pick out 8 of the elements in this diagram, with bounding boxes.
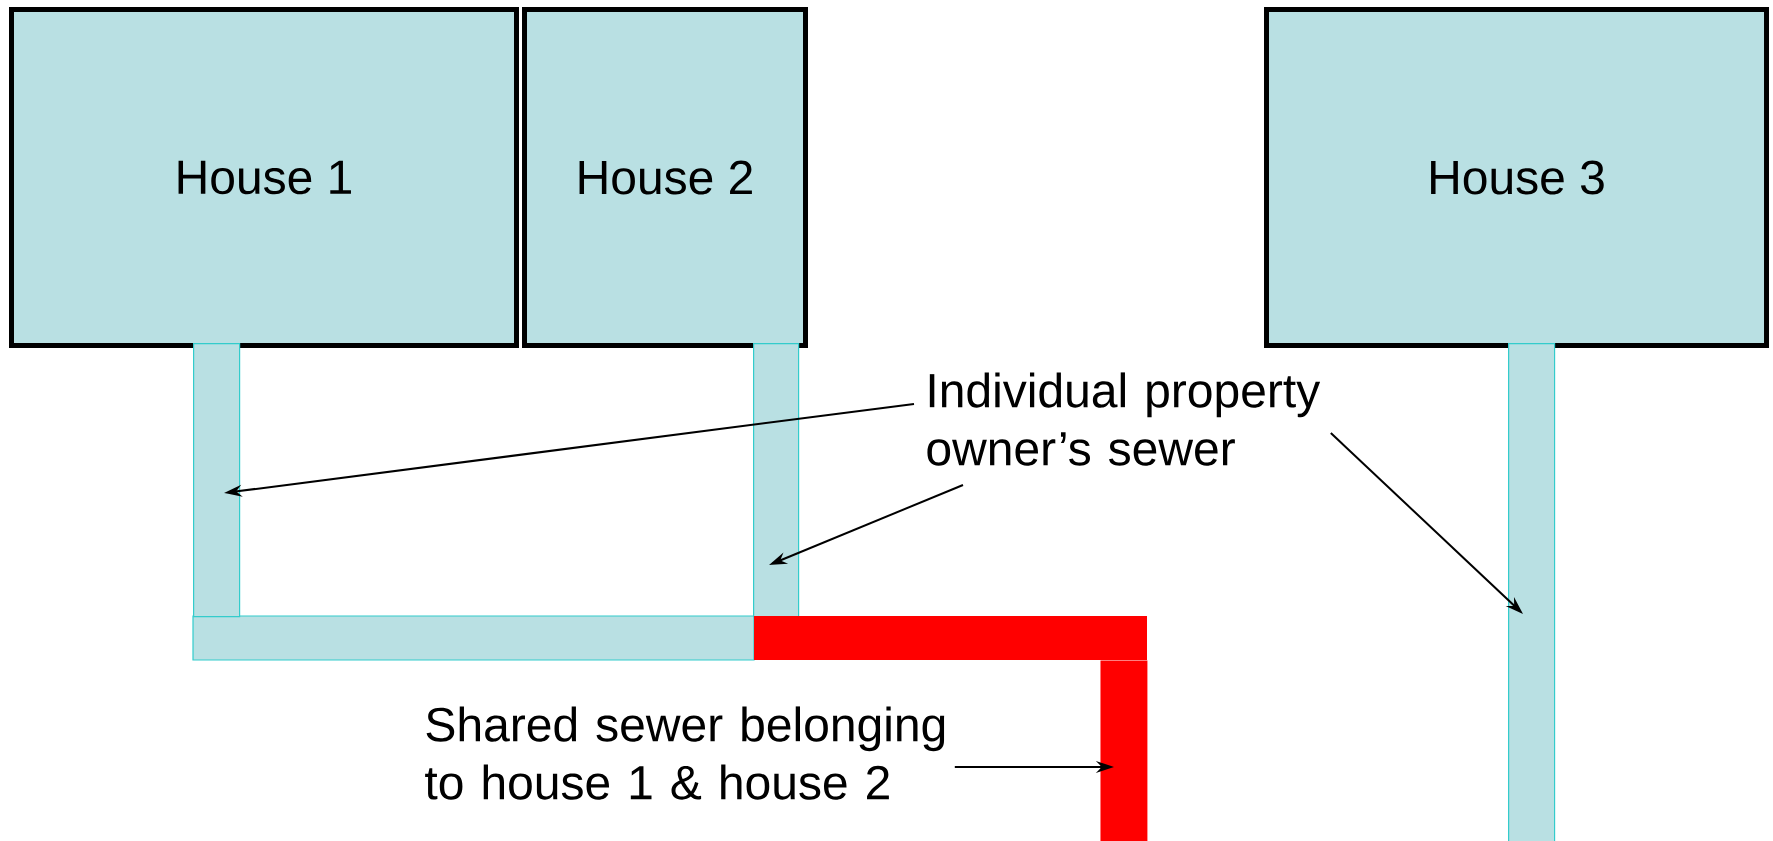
callout-text: Individual property owner’s sewer [927,372,1321,466]
house-box: House 3 [1264,7,1769,348]
sewer-pipe [192,343,755,661]
callout-text: Shared sewer belonging to house 1 & house 2 [425,706,945,800]
sewer-pipe [1508,343,1556,841]
house-box: House 1 [9,7,519,348]
sewer-pipe [753,343,800,618]
house-box: House 2 [522,7,808,348]
